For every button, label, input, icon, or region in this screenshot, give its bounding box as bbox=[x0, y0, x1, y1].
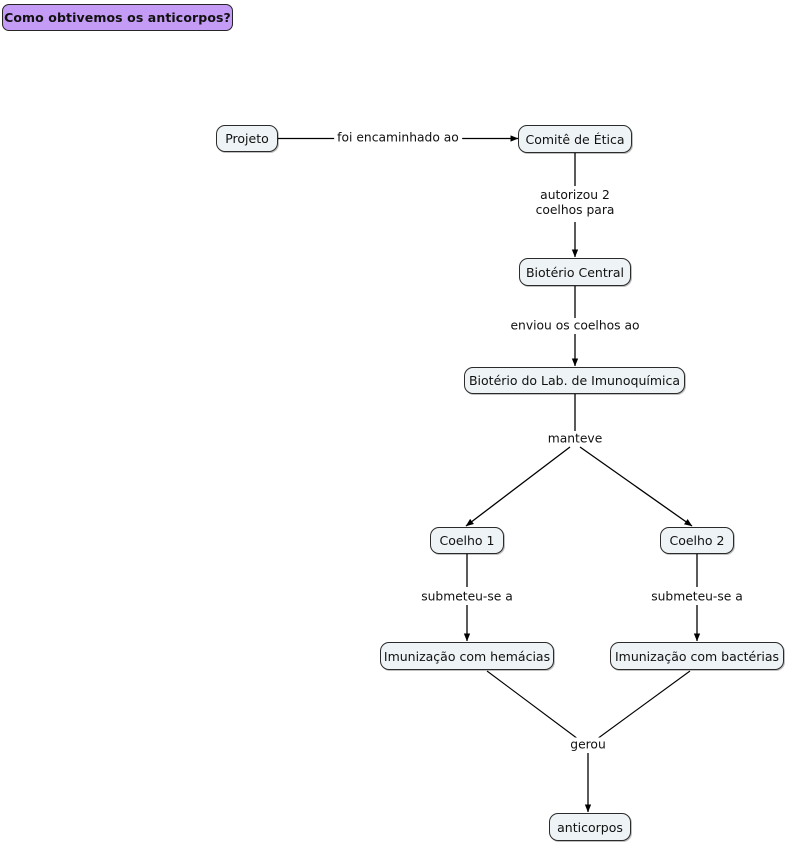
edge-label-foi-encaminhado-ao: foi encaminhado ao bbox=[334, 130, 462, 146]
focus-question-title: Como obtivemos os anticorpos? bbox=[2, 4, 233, 31]
edge-label-enviou-os-coelhos-ao: enviou os coelhos ao bbox=[507, 318, 643, 334]
node-imunizacao-hemacias[interactable]: Imunização com hemácias bbox=[380, 642, 554, 670]
node-bioterio-lab-imunoquimica[interactable]: Biotério do Lab. de Imunoquímica bbox=[464, 367, 685, 394]
edge-bacterias-gerou bbox=[596, 670, 691, 740]
node-anticorpos[interactable]: anticorpos bbox=[549, 813, 631, 841]
edge-label-line-2: coelhos para bbox=[535, 203, 615, 217]
edge-label-line-1: autorizou 2 bbox=[540, 188, 610, 202]
edge-label-autorizou-coelhos: autorizou 2 coelhos para bbox=[517, 188, 633, 218]
edge-manteve-coelho1 bbox=[465, 446, 571, 527]
edge-label-gerou: gerou bbox=[567, 737, 609, 753]
edge-hemacias-gerou bbox=[486, 670, 579, 740]
edge-manteve-coelho2 bbox=[579, 446, 693, 527]
node-comite-de-etica[interactable]: Comitê de Ética bbox=[518, 125, 632, 153]
node-coelho-1[interactable]: Coelho 1 bbox=[430, 527, 504, 554]
node-coelho-2[interactable]: Coelho 2 bbox=[660, 527, 734, 554]
node-bioterio-central[interactable]: Biotério Central bbox=[519, 258, 631, 286]
node-imunizacao-bacterias[interactable]: Imunização com bactérias bbox=[610, 642, 784, 670]
edge-label-submeteu-se-a-coelho2: submeteu-se a bbox=[648, 589, 746, 605]
edge-label-submeteu-se-a-coelho1: submeteu-se a bbox=[418, 589, 516, 605]
edge-label-manteve: manteve bbox=[544, 431, 606, 447]
node-projeto[interactable]: Projeto bbox=[216, 125, 278, 152]
